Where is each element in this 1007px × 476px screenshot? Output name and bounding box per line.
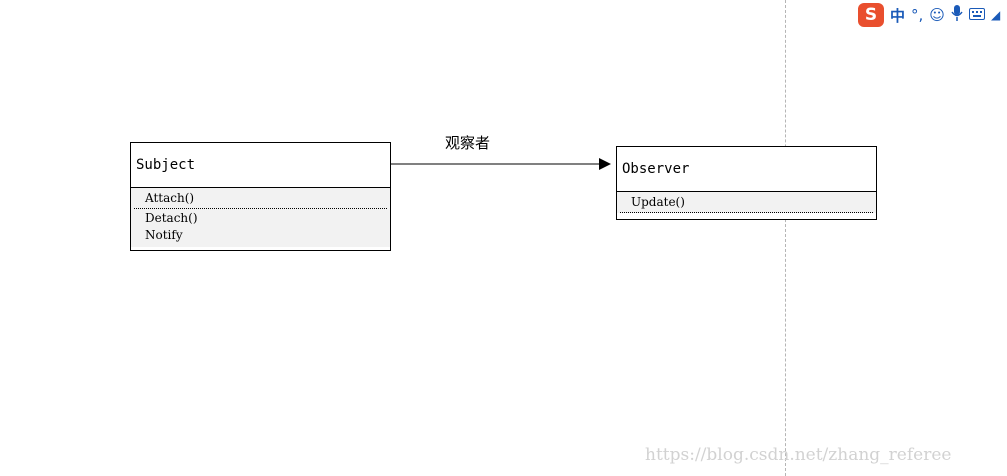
observer-class-box[interactable]: Observer Update() bbox=[616, 146, 877, 220]
method-compartment: Update() bbox=[617, 192, 876, 213]
ime-logo-icon[interactable]: S bbox=[858, 3, 884, 27]
more-icon[interactable]: ◢ bbox=[990, 8, 1001, 22]
microphone-icon[interactable] bbox=[951, 4, 963, 26]
method-detach: Detach() bbox=[145, 211, 198, 225]
method-separator bbox=[134, 208, 387, 209]
method-separator bbox=[620, 212, 873, 213]
class-name: Observer bbox=[617, 147, 876, 192]
page-boundary-guide bbox=[785, 0, 786, 476]
connector-label: 观察者 bbox=[445, 134, 491, 152]
class-name: Subject bbox=[131, 143, 390, 188]
arrowhead bbox=[599, 158, 611, 170]
method-update: Update() bbox=[631, 195, 685, 209]
ime-mode-toggle[interactable]: 中 bbox=[890, 6, 906, 25]
method-notify: Notify bbox=[145, 228, 183, 242]
ime-toolbar: S 中 °, ☺ ◢ bbox=[858, 2, 1007, 28]
punctuation-icon[interactable]: °, bbox=[911, 6, 924, 24]
method-compartment: Attach() Detach() Notify bbox=[131, 188, 390, 247]
method-attach: Attach() bbox=[145, 191, 195, 205]
keyboard-icon[interactable] bbox=[968, 5, 985, 25]
watermark: https://blog.csdn.net/zhang_referee bbox=[645, 445, 952, 465]
emoji-icon[interactable]: ☺ bbox=[929, 6, 945, 24]
subject-class-box[interactable]: Subject Attach() Detach() Notify bbox=[130, 142, 391, 251]
